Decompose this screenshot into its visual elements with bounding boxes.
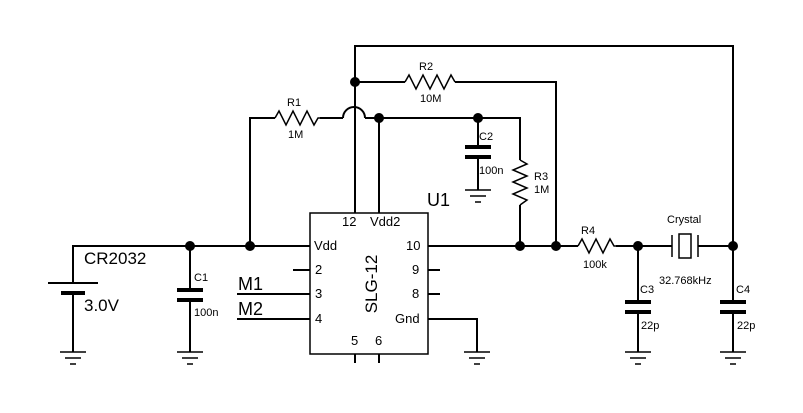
pin-8-label: 8 bbox=[412, 286, 419, 301]
r3-value-label: 1M bbox=[534, 184, 549, 196]
r3-ref-label: R3 bbox=[534, 171, 548, 183]
junction-dot bbox=[473, 113, 483, 123]
pin-5-label: 5 bbox=[351, 333, 358, 348]
pin-3-label: 3 bbox=[315, 286, 322, 301]
ground-symbols bbox=[60, 189, 746, 365]
battery-voltage-label: 3.0V bbox=[84, 296, 120, 315]
pin-2-label: 2 bbox=[315, 262, 322, 277]
junction-dot bbox=[374, 113, 384, 123]
crystal-label: Crystal bbox=[667, 214, 701, 226]
crystal-frequency-label: 32.768kHz bbox=[659, 275, 712, 287]
pin-6-label: 6 bbox=[375, 333, 382, 348]
labels: CR2032 3.0V C1 100n R1 1M R2 10M C2 100n… bbox=[84, 61, 755, 348]
pin-9-label: 9 bbox=[412, 262, 419, 277]
battery-symbol bbox=[48, 282, 98, 295]
r4-ref-label: R4 bbox=[581, 225, 595, 237]
pin-vdd-label: Vdd bbox=[314, 238, 337, 253]
ic-ref-label: U1 bbox=[427, 190, 450, 210]
pin-gnd-label: Gnd bbox=[395, 311, 420, 326]
pin-4-label: 4 bbox=[315, 311, 322, 326]
m1-label: M1 bbox=[238, 274, 263, 294]
junctions bbox=[185, 77, 738, 251]
ground-symbol bbox=[625, 351, 651, 365]
ground-symbol bbox=[720, 351, 746, 365]
ground-symbol bbox=[465, 189, 491, 203]
wires bbox=[72, 45, 734, 363]
junction-dot bbox=[728, 241, 738, 251]
r4-value-label: 100k bbox=[583, 259, 607, 271]
resistor-r1-symbol bbox=[274, 109, 320, 127]
c4-ref-label: C4 bbox=[736, 284, 750, 296]
battery-name-label: CR2032 bbox=[84, 249, 146, 268]
junction-dot bbox=[551, 241, 561, 251]
r1-value-label: 1M bbox=[288, 129, 303, 141]
junction-dot bbox=[350, 77, 360, 87]
r1-ref-label: R1 bbox=[287, 97, 301, 109]
pin-vdd2-label: Vdd2 bbox=[370, 214, 400, 229]
junction-dot bbox=[633, 241, 643, 251]
capacitor-c1-symbol bbox=[177, 288, 203, 302]
capacitor-c2-symbol bbox=[465, 145, 491, 159]
resistor-r4-symbol bbox=[577, 237, 616, 255]
c2-ref-label: C2 bbox=[479, 131, 493, 143]
junction-dot bbox=[185, 241, 195, 251]
ic-part-label: SLG-12 bbox=[362, 255, 381, 314]
pin-12-label: 12 bbox=[342, 214, 356, 229]
r2-value-label: 10M bbox=[420, 93, 441, 105]
r2-ref-label: R2 bbox=[419, 61, 433, 73]
ground-symbol bbox=[464, 351, 490, 365]
ground-symbol bbox=[177, 351, 203, 365]
capacitor-c3-symbol bbox=[625, 300, 651, 314]
resistor-r3-symbol bbox=[511, 159, 529, 206]
c4-value-label: 22p bbox=[737, 320, 755, 332]
c3-ref-label: C3 bbox=[640, 284, 654, 296]
ic-body bbox=[309, 212, 429, 355]
ground-symbol bbox=[60, 351, 86, 365]
junction-dot bbox=[245, 241, 255, 251]
c1-ref-label: C1 bbox=[194, 272, 208, 284]
pin-10-label: 10 bbox=[406, 238, 420, 253]
resistor-r2-symbol bbox=[404, 73, 456, 91]
c3-value-label: 22p bbox=[641, 320, 659, 332]
junction-dot bbox=[515, 241, 525, 251]
c1-value-label: 100n bbox=[194, 307, 218, 319]
c2-value-label: 100n bbox=[479, 165, 503, 177]
capacitor-c4-symbol bbox=[720, 300, 746, 314]
crystal-symbol bbox=[671, 233, 699, 259]
m2-label: M2 bbox=[238, 299, 263, 319]
